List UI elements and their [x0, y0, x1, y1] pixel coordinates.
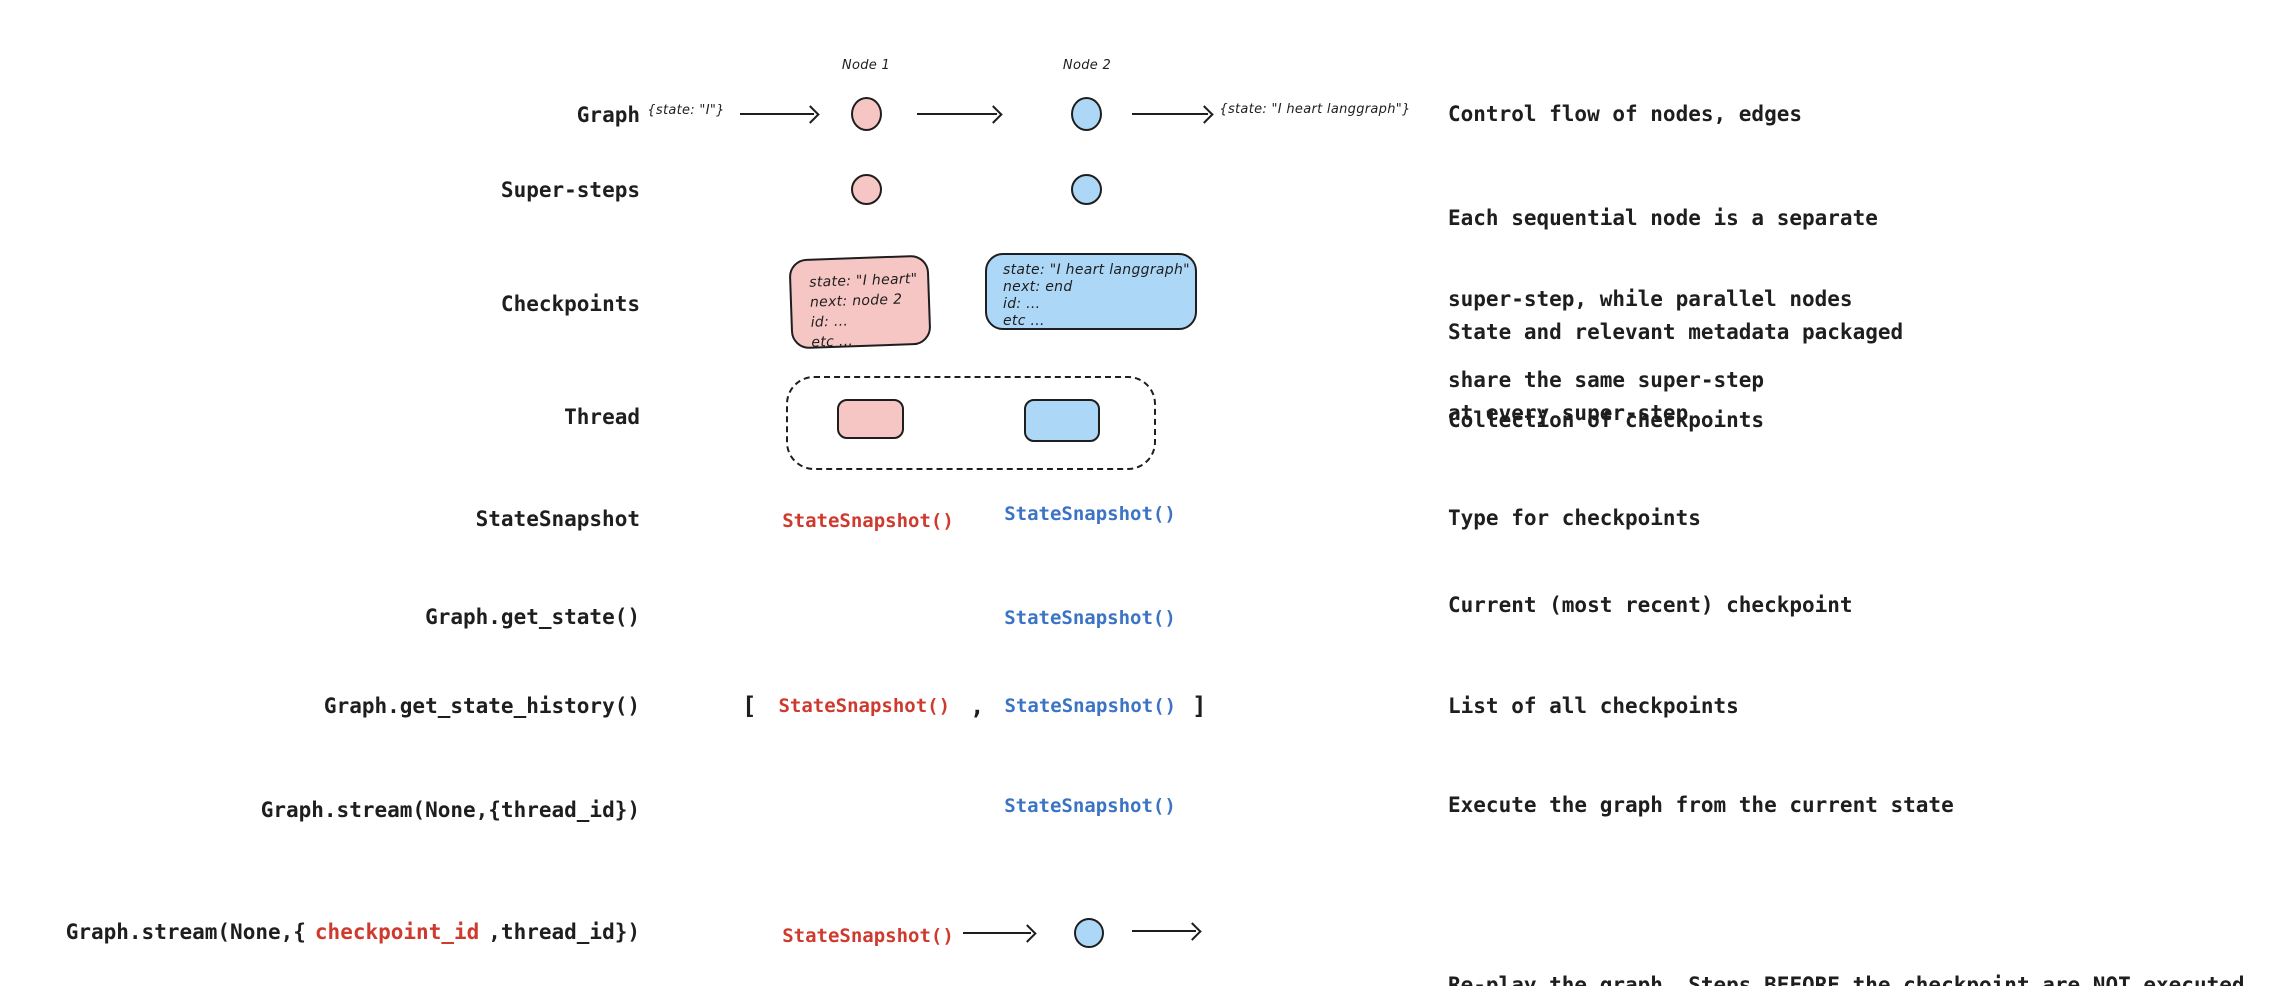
row-label-stream-checkpoint: Graph.stream(None,{ checkpoint_id ,thread_…	[0, 917, 640, 947]
desc-statesnapshot: Type for checkpoints	[1448, 506, 1701, 530]
checkpoint-id-highlight: checkpoint_id	[314, 920, 480, 944]
thread-dashed-box	[786, 376, 1156, 470]
arrow-icon	[917, 113, 997, 115]
replay-node-circle	[1074, 918, 1104, 948]
checkpoint-line: next: end	[1003, 279, 1073, 295]
row-label-stream-thread: Graph.stream(None,{thread_id})	[260, 798, 640, 822]
checkpoint-line: etc ...	[811, 333, 854, 351]
super-step-2-circle	[1071, 174, 1102, 205]
row-label-checkpoints: Checkpoints	[500, 292, 640, 316]
desc-checkpoints: State and relevant metadata packaged at …	[1448, 265, 1903, 481]
row-label-thread: Thread	[564, 405, 640, 429]
statesnapshot-red-token: StateSnapshot()	[778, 695, 951, 717]
desc-get-state-history: List of all checkpoints	[1448, 694, 1739, 718]
desc-thread: Collection of checkpoints	[1448, 408, 1765, 432]
node2-label: Node 2	[1062, 58, 1112, 73]
statesnapshot-red-token: StateSnapshot()	[782, 510, 954, 532]
graph-output-state-text: {state: "I heart langgraph"}	[1219, 102, 1411, 117]
checkpoint-pink-box: state: "I heart" next: node 2 id: ... et…	[788, 254, 932, 351]
get-state-token: StateSnapshot()	[1004, 607, 1176, 629]
arrow-icon	[1132, 930, 1196, 932]
row-label-get-state-history: Graph.get_state_history()	[323, 694, 640, 718]
super-step-1-circle	[851, 174, 882, 205]
desc-line: Each sequential node is a separate	[1448, 206, 1878, 230]
label-prefix: Graph.stream(None,{	[65, 920, 306, 944]
node2-circle	[1071, 97, 1102, 131]
row-label-graph: Graph	[576, 103, 640, 127]
desc-line: at every super-step	[1448, 401, 1689, 425]
checkpoint-line: id: ...	[1003, 296, 1041, 312]
node1-label: Node 1	[841, 58, 891, 73]
statesnapshot-blue-token: StateSnapshot()	[1004, 503, 1176, 525]
checkpoint-list: [ StateSnapshot() , StateSnapshot() ]	[742, 691, 1207, 721]
desc-get-state: Current (most recent) checkpoint	[1448, 593, 1853, 617]
stream-thread-token: StateSnapshot()	[1004, 795, 1176, 817]
row-label-super-steps: Super-steps	[500, 178, 640, 202]
bracket-close: ]	[1192, 692, 1207, 720]
label-suffix: ,thread_id})	[488, 920, 640, 944]
desc-line: share the same super-step	[1448, 368, 1765, 392]
node1-circle	[851, 97, 882, 131]
row-label-statesnapshot: StateSnapshot	[475, 507, 640, 531]
checkpoint-line: state: "I heart"	[809, 270, 918, 291]
graph-input-state-text: {state: "I"}	[647, 103, 725, 118]
thread-checkpoint-blue	[1024, 399, 1100, 442]
replay-red-token: StateSnapshot()	[782, 925, 954, 947]
arrow-icon	[740, 113, 814, 115]
thread-checkpoint-pink	[837, 399, 904, 439]
desc-line: Re-play the graph. Steps BEFORE the chec…	[1448, 973, 2258, 986]
desc-graph: Control flow of nodes, edges	[1448, 102, 1803, 126]
desc-line: super-step, while parallel nodes	[1448, 287, 1853, 311]
statesnapshot-blue-token: StateSnapshot()	[1004, 695, 1177, 717]
arrow-icon	[963, 932, 1031, 934]
bracket-open: [	[742, 692, 757, 720]
checkpoint-line: etc ...	[1003, 313, 1045, 329]
row-label-get-state: Graph.get_state()	[425, 605, 640, 629]
desc-super-steps: Each sequential node is a separate super…	[1448, 151, 1878, 448]
checkpoint-blue-box: state: "I heart langgraph" next: end id:…	[985, 253, 1197, 330]
arrow-icon	[1132, 113, 1208, 115]
desc-line: State and relevant metadata packaged	[1448, 320, 1904, 344]
checkpoint-line: state: "I heart langgraph"	[1003, 262, 1190, 278]
desc-stream-checkpoint: Re-play the graph. Steps BEFORE the chec…	[1448, 918, 2257, 986]
desc-stream-thread: Execute the graph from the current state	[1448, 793, 1954, 817]
comma: ,	[970, 692, 985, 720]
